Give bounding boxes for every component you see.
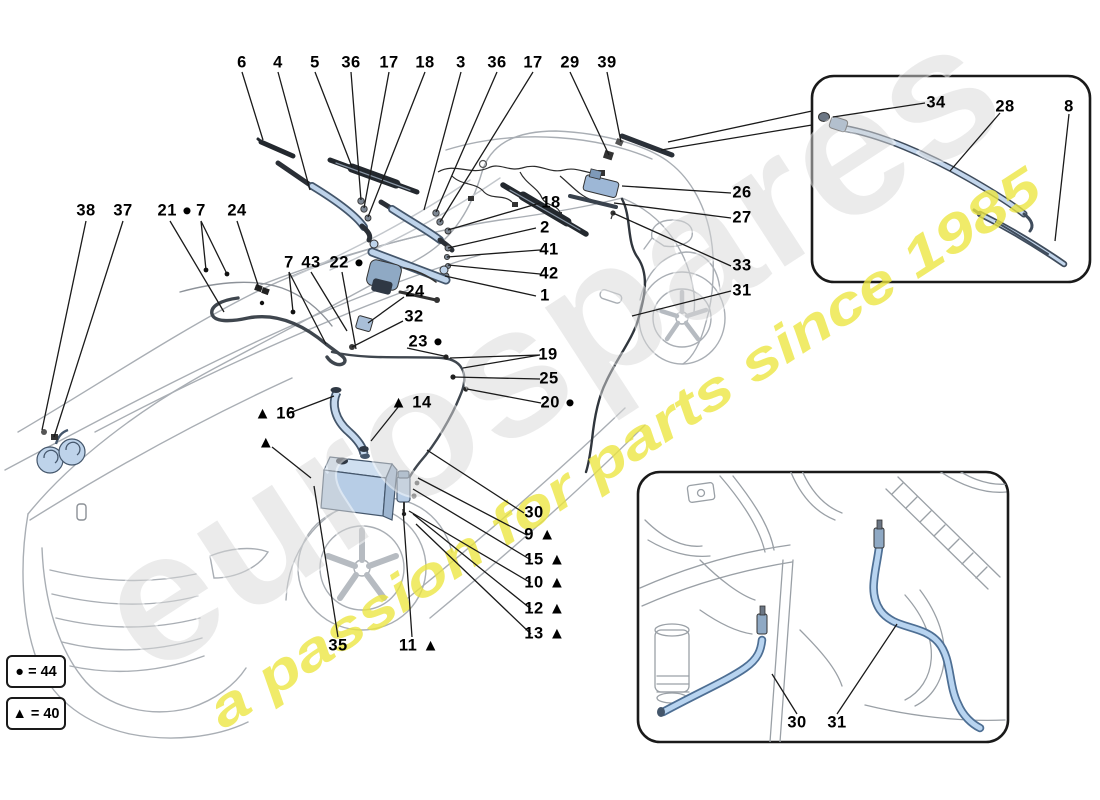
car-outline [4, 130, 726, 739]
pivot-hardware [357, 197, 452, 280]
callout-26: 26 [732, 183, 752, 202]
wiper-blade-short [258, 139, 296, 159]
callout-30b: 30 [787, 713, 807, 732]
tube-21 [210, 296, 347, 367]
cowl-trim-blade [619, 133, 675, 158]
callout-20: 20 ● [540, 393, 576, 412]
callout-24a: 24 [227, 201, 247, 220]
callout-17b: 17 [523, 53, 543, 72]
callout-7a: 7 [196, 201, 206, 220]
tube-side [584, 197, 647, 474]
callout-4: 4 [273, 53, 283, 72]
callout-13: 13 ▲ [524, 624, 566, 643]
callout-31b: 31 [827, 713, 847, 732]
callout-28: 28 [995, 97, 1015, 116]
pivot-cap-34 [818, 112, 830, 122]
callout-35: 35 [328, 636, 348, 655]
callout-1: 1 [540, 286, 550, 305]
callout-36b: 36 [487, 53, 507, 72]
callout-19: 19 [538, 345, 558, 364]
callout-18a: 18 [415, 53, 435, 72]
callout-9: 9 ▲ [524, 525, 556, 544]
callout-12: 12 ▲ [524, 599, 566, 618]
legend-triangle-text: ▲ = 40 [12, 705, 60, 722]
callout-15: 15 ▲ [524, 550, 566, 569]
wiper-blades-arms [256, 133, 675, 280]
callout-27: 27 [732, 208, 752, 227]
inset-engine-bay-box [636, 470, 1010, 744]
legend-dot-text: ● = 44 [15, 663, 57, 680]
callout-25: 25 [539, 369, 559, 388]
callout-42: 42 [539, 264, 559, 283]
washer-pump [396, 470, 420, 517]
wiper-motor-linkage [366, 239, 451, 303]
callout-6: 6 [237, 53, 247, 72]
callout-3: 3 [456, 53, 466, 72]
callout-10: 10 ▲ [524, 573, 566, 592]
callout-tri: ▲ [257, 433, 275, 452]
callout-29: 29 [560, 53, 580, 72]
callout-38: 38 [76, 201, 96, 220]
callout-23: 23 ● [408, 332, 444, 351]
callout-33: 33 [732, 256, 752, 275]
callout-16: ▲ 16 [254, 404, 296, 423]
washer-reservoir [320, 387, 420, 521]
inset-wiper-arm-box [810, 74, 1092, 284]
washer-jet-assembly [568, 168, 620, 220]
callout-8: 8 [1064, 97, 1074, 116]
callout-36a: 36 [341, 53, 361, 72]
callout-21: 21 ● [157, 201, 193, 220]
callout-32: 32 [404, 307, 424, 326]
callout-43: 43 [301, 253, 321, 272]
callout-14: ▲ 14 [390, 393, 432, 412]
callout-11: 11 ▲ [398, 636, 440, 655]
callout-30a: 30 [524, 503, 544, 522]
clip-39 [615, 138, 624, 147]
wiper-arm-left [275, 160, 316, 190]
callout-31a: 31 [732, 281, 752, 300]
harness-art [437, 159, 605, 217]
tube-front [330, 350, 466, 490]
callout-24b: 24 [405, 282, 425, 301]
callout-7b: 7 [284, 253, 294, 272]
callout-22: 22 ● [329, 253, 365, 272]
callout-39: 39 [597, 53, 617, 72]
callout-34: 34 [926, 93, 946, 112]
callout-17a: 17 [379, 53, 399, 72]
callout-2: 2 [540, 218, 550, 237]
legend-dot-box: ● = 44 [6, 655, 66, 688]
washer-tubes [179, 197, 647, 490]
callout-5: 5 [310, 53, 320, 72]
callout-37: 37 [113, 201, 133, 220]
leader-lines [41, 71, 1070, 715]
legend-triangle-box: ▲ = 40 [6, 697, 66, 730]
horns [36, 428, 86, 474]
callout-18b: 18 [541, 193, 561, 212]
callout-41: 41 [539, 240, 559, 259]
